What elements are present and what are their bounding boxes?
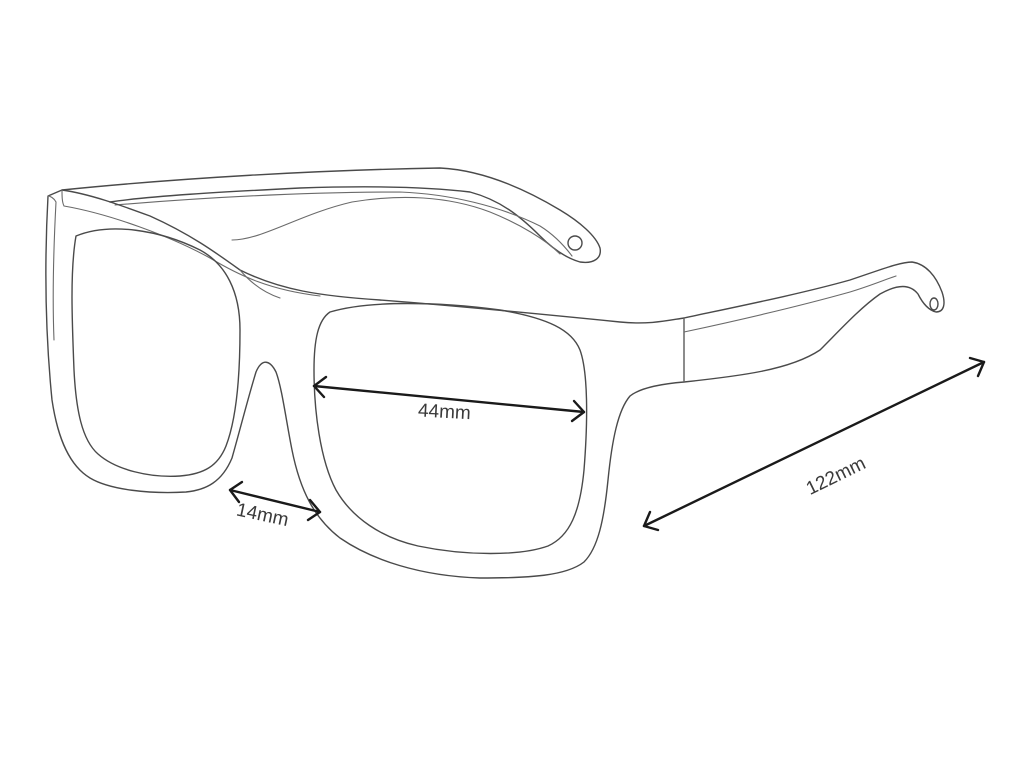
front-frame (45, 189, 685, 579)
lens-width-arrowhead-right (570, 399, 586, 423)
lens-width-dimension: 44mm (312, 375, 586, 424)
lens-width-arrowhead-left (312, 375, 328, 399)
temple-length-arrowhead-left (642, 510, 660, 532)
right-lens (313, 302, 588, 555)
temple-length-arrowhead-right (968, 356, 986, 378)
bridge-width-dimension: 14mm (228, 480, 322, 532)
bridge-width-arrowhead-right (306, 498, 322, 522)
near-temple-arm (683, 261, 945, 383)
temple-length-dimension: 122mm (642, 356, 986, 532)
lens-width-label: 44mm (417, 400, 471, 424)
bridge-width-label: 14mm (234, 500, 290, 532)
left-lens (71, 228, 241, 478)
temple-length-label: 122mm (803, 453, 869, 500)
bridge-width-arrow-line (228, 488, 322, 514)
temple-length-arrow-line (642, 360, 986, 528)
far-temple-arm (61, 167, 601, 264)
far-temple-hinge-screw (567, 235, 583, 251)
near-temple-tip-hole (929, 297, 939, 311)
lens-width-arrow-line (312, 384, 586, 414)
bridge-width-arrowhead-left (228, 480, 244, 504)
